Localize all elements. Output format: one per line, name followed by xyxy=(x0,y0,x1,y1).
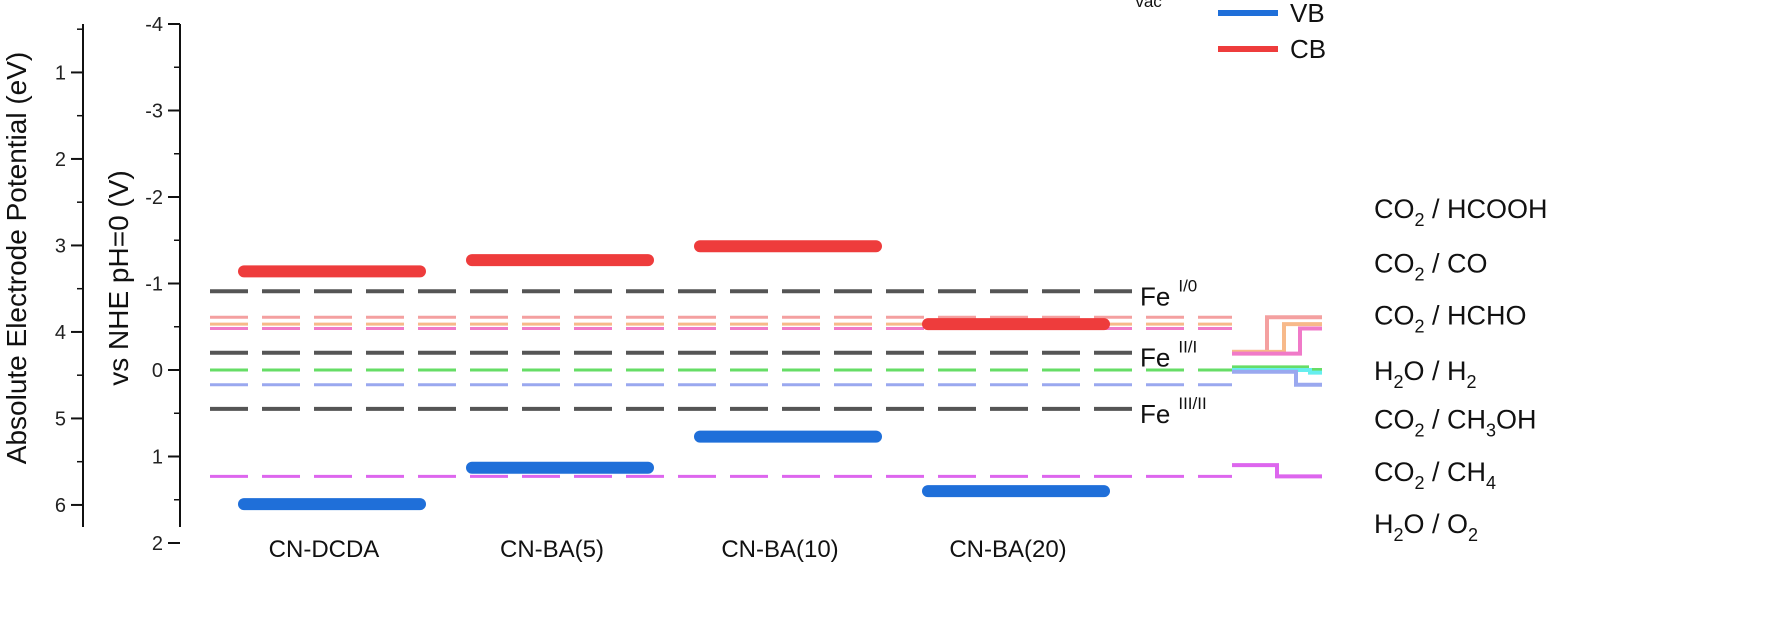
band-edge-bars: CN-DCDA CN-BA(5) CN-BA(10) CN-BA(20) xyxy=(238,240,1110,563)
category-label-cn-ba-20: CN-BA(20) xyxy=(949,536,1066,563)
redox-couple-subscript: 2 xyxy=(1415,317,1425,337)
redox-couple-subscript: 2 xyxy=(1415,473,1425,493)
redox-couple-text: CO xyxy=(1374,404,1415,434)
category-label-cn-ba-5: CN-BA(5) xyxy=(500,536,604,563)
redox-couple-label-5: CO2 / CH3OH xyxy=(1374,404,1537,440)
redox-couple-label-2: CO2 / CO xyxy=(1374,249,1488,285)
redox-couple-subscript: 2 xyxy=(1394,525,1404,545)
right-axis-title: vs NHE pH=0 (V) xyxy=(103,170,134,386)
redox-couple-subscript: 2 xyxy=(1394,372,1404,392)
redox-couple-subscript: 2 xyxy=(1415,420,1425,440)
redox-couple-text: / CH xyxy=(1425,457,1487,487)
right-tick-label: -3 xyxy=(145,101,163,123)
legend-label-cb: CB xyxy=(1290,34,1326,64)
redox-couple-label-4: H2O / H2 xyxy=(1374,356,1477,392)
redox-couple-subscript: 2 xyxy=(1415,265,1425,285)
right-tick-label: 1 xyxy=(152,447,163,469)
iron-level-superscript: I/0 xyxy=(1178,276,1197,295)
vacuum-level-subscript: vac xyxy=(1135,0,1162,11)
left-tick-label: 6 xyxy=(55,495,66,517)
redox-couple-label-3: CO2 / HCHO xyxy=(1374,301,1527,337)
iron-level-symbol: Fe xyxy=(1140,399,1170,429)
redox-couple-label-6: CO2 / CH4 xyxy=(1374,457,1496,493)
axes: 0 1 2 3 4 5 6 Absolute Electrode Potential (eV)… xyxy=(1,14,181,555)
right-tick-label: -1 xyxy=(145,274,163,296)
right-tick-label: -4 xyxy=(145,14,163,36)
redox-couple-text: H xyxy=(1374,356,1394,386)
legend-label-vb: VB xyxy=(1290,0,1325,28)
vacuum-level-label: Evac xyxy=(1118,0,1162,11)
redox-couple-text: / CO xyxy=(1425,249,1488,279)
redox-couple-text: CO xyxy=(1374,301,1415,331)
iron-level-symbol: Fe xyxy=(1140,343,1170,373)
redox-couple-text: / HCHO xyxy=(1425,301,1527,331)
redox-couple-text: CO xyxy=(1374,457,1415,487)
redox-couple-text: O / O xyxy=(1404,509,1469,539)
iron-level-superscript: III/II xyxy=(1178,394,1206,413)
right-tick-label: 0 xyxy=(152,360,163,382)
redox-couple-step-7 xyxy=(1232,463,1322,479)
redox-couple-label-1: CO2 / HCOOH xyxy=(1374,194,1548,230)
right-tick-label: 2 xyxy=(152,533,163,555)
category-label-cn-ba-10: CN-BA(10) xyxy=(721,536,838,563)
left-tick-label: 4 xyxy=(55,322,66,344)
redox-couple-subscript: 3 xyxy=(1486,420,1496,440)
redox-couple-text: / CH xyxy=(1425,404,1487,434)
left-tick-label: 3 xyxy=(55,235,66,257)
legend: VB CB xyxy=(1218,0,1326,64)
redox-couple-step-6 xyxy=(1232,369,1322,387)
redox-couple-subscript: 2 xyxy=(1415,210,1425,230)
redox-couple-step-3 xyxy=(1232,326,1322,356)
iron-level-superscript: II/I xyxy=(1178,338,1197,357)
left-tick-label: 1 xyxy=(55,62,66,84)
redox-couple-subscript: 2 xyxy=(1468,525,1478,545)
left-tick-label: 2 xyxy=(55,149,66,171)
redox-couple-subscript: 2 xyxy=(1467,372,1477,392)
iron-level-label: Fe I/0 xyxy=(1140,276,1197,311)
redox-couple-text: CO xyxy=(1374,249,1415,279)
category-label-cn-dcda: CN-DCDA xyxy=(269,536,380,563)
vacuum-level-symbol: E xyxy=(1118,0,1135,3)
redox-couple-label-7: H2O / O2 xyxy=(1374,509,1478,545)
iron-level-label: Fe II/I xyxy=(1140,338,1197,373)
redox-couple-text: O / H xyxy=(1404,356,1467,386)
iron-level-symbol: Fe xyxy=(1140,281,1170,311)
iron-level-label: Fe III/II xyxy=(1140,394,1207,429)
left-tick-label: 5 xyxy=(55,408,66,430)
redox-couple-text: OH xyxy=(1496,404,1537,434)
redox-couple-text: / HCOOH xyxy=(1425,194,1548,224)
left-axis-title: Absolute Electrode Potential (eV) xyxy=(1,52,32,464)
redox-couple-text: H xyxy=(1374,509,1394,539)
redox-couple-subscript: 4 xyxy=(1486,473,1496,493)
redox-couple-text: CO xyxy=(1374,194,1415,224)
right-tick-label: -2 xyxy=(145,187,163,209)
